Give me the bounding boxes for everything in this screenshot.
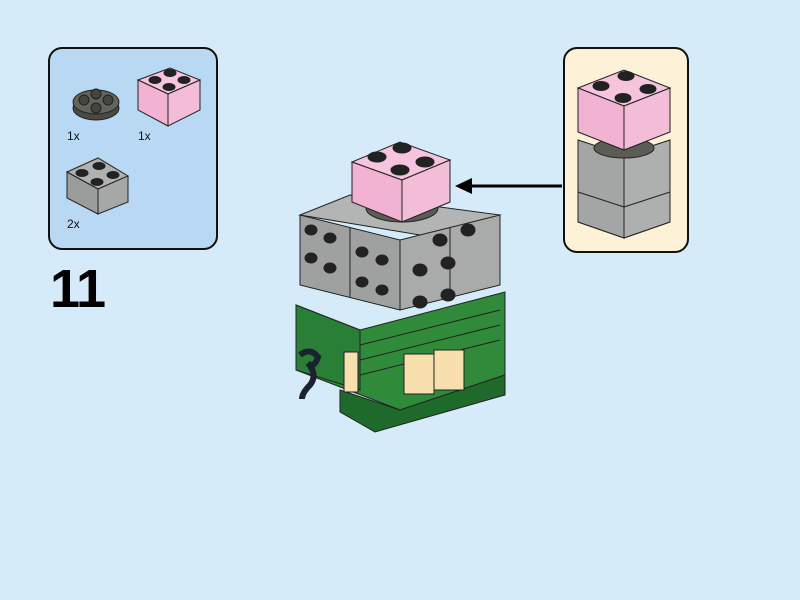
placement-arrow [455,178,562,194]
part-quantity: 2x [67,217,80,231]
black-clip [298,348,322,400]
part-quantity: 1x [138,129,151,143]
callout-sub-assembly [576,69,672,239]
main-model [295,141,506,433]
tan-tile [403,353,435,395]
gray-brick-part-image [65,157,130,215]
step-number: 11 [50,259,106,319]
pink-brick-part-image [136,67,202,127]
round-plate-part-image [72,88,120,121]
part-quantity: 1x [67,129,80,143]
tan-tile [433,349,465,391]
